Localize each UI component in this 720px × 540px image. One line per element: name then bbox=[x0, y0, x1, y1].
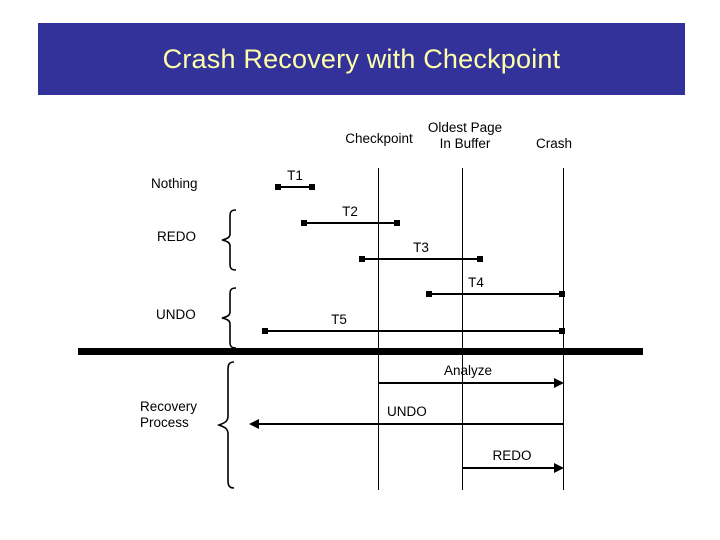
recovery-process-label: Recovery Process bbox=[140, 399, 198, 430]
transaction-label-t5: T5 bbox=[331, 312, 347, 327]
recovery-arrow-line-analyze bbox=[378, 382, 556, 384]
recovery-arrowhead-redo bbox=[554, 463, 564, 473]
transaction-cap-start-t1 bbox=[275, 184, 281, 190]
transaction-bar-t2 bbox=[303, 222, 398, 224]
transaction-cap-end-t5 bbox=[559, 328, 565, 334]
recovery-arrowhead-undo bbox=[249, 419, 259, 429]
marker-label-crash: Crash bbox=[536, 136, 573, 151]
recovery-arrow-line-undo bbox=[259, 423, 563, 425]
title-banner: Crash Recovery with Checkpoint bbox=[38, 23, 685, 95]
transaction-cap-start-t3 bbox=[359, 256, 365, 262]
transaction-cap-end-t1 bbox=[309, 184, 315, 190]
recovery-arrow-line-redo bbox=[462, 467, 556, 469]
recovery-arrowhead-analyze bbox=[554, 378, 564, 388]
transaction-cap-start-t4 bbox=[426, 291, 432, 297]
transaction-bar-t1 bbox=[277, 186, 313, 188]
transaction-cap-start-t5 bbox=[262, 328, 268, 334]
timeline-separator-rule bbox=[78, 348, 643, 355]
recovery-process-brace bbox=[215, 361, 239, 489]
transaction-bar-t5 bbox=[264, 330, 563, 332]
transaction-cap-end-t3 bbox=[477, 256, 483, 262]
transaction-bar-t4 bbox=[428, 293, 563, 295]
marker-label-checkpoint: Checkpoint bbox=[345, 131, 413, 146]
recovery-label-analyze: Analyze bbox=[443, 363, 493, 378]
transaction-cap-end-t4 bbox=[559, 291, 565, 297]
transaction-bar-t3 bbox=[361, 258, 481, 260]
page-title: Crash Recovery with Checkpoint bbox=[162, 43, 561, 74]
transaction-cap-start-t2 bbox=[301, 220, 307, 226]
transaction-label-t1: T1 bbox=[287, 168, 303, 183]
marker-line-oldest-page bbox=[462, 168, 463, 490]
action-label-redo: REDO bbox=[157, 229, 197, 244]
recovery-label-redo: REDO bbox=[492, 448, 532, 463]
recovery-label-undo: UNDO bbox=[387, 404, 427, 419]
undo-brace bbox=[218, 287, 240, 349]
transaction-label-t3: T3 bbox=[413, 240, 429, 255]
transaction-label-t4: T4 bbox=[468, 275, 484, 290]
marker-label-oldest-page: Oldest Page In Buffer bbox=[427, 120, 503, 151]
redo-brace bbox=[218, 209, 240, 271]
action-label-nothing: Nothing bbox=[151, 176, 198, 191]
transaction-label-t2: T2 bbox=[342, 204, 358, 219]
marker-line-checkpoint bbox=[378, 168, 379, 490]
transaction-cap-end-t2 bbox=[394, 220, 400, 226]
action-label-undo: UNDO bbox=[156, 307, 196, 322]
